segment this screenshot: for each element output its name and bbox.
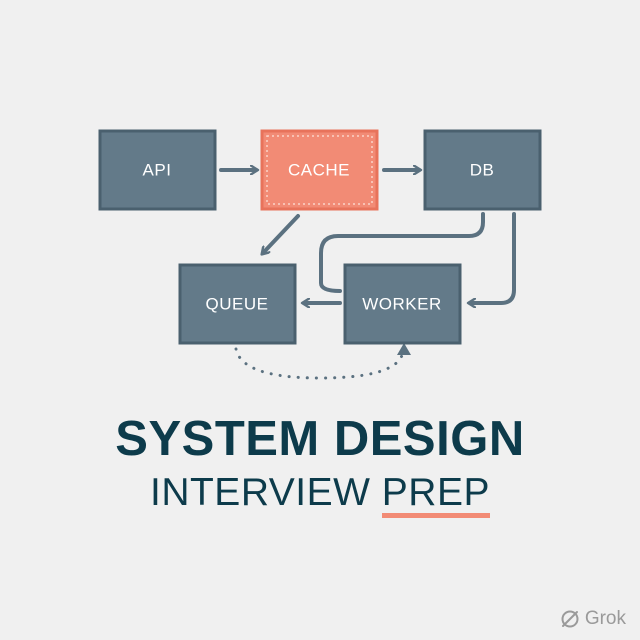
connector-db-loop-to-worker — [319, 212, 485, 293]
node-queue-label: QUEUE — [206, 295, 269, 314]
title-main: SYSTEM DESIGN — [115, 412, 525, 466]
arrow-db-to-worker — [470, 212, 516, 303]
node-db: DB — [423, 129, 542, 211]
connectors — [219, 170, 516, 380]
node-api-label: API — [143, 161, 172, 180]
dotted-arrowhead — [397, 343, 411, 355]
arrow-cache-to-queue — [263, 214, 300, 253]
node-cache: CACHE — [260, 129, 379, 211]
node-cache-label: CACHE — [288, 161, 350, 180]
title-sub-highlight: PREP — [381, 473, 490, 518]
node-worker-label: WORKER — [362, 295, 442, 314]
title-sub-prefix: INTERVIEW — [149, 471, 382, 514]
node-worker: WORKER — [343, 263, 462, 345]
watermark-label: Grok — [584, 608, 626, 629]
node-queue: QUEUE — [178, 263, 297, 345]
node-api: API — [98, 129, 217, 211]
dotted-queue-to-worker — [234, 347, 405, 380]
grok-logo-icon — [561, 610, 579, 628]
node-db-label: DB — [470, 161, 495, 180]
watermark: Grok — [560, 608, 626, 630]
title-sub: INTERVIEW PREP — [0, 470, 640, 518]
